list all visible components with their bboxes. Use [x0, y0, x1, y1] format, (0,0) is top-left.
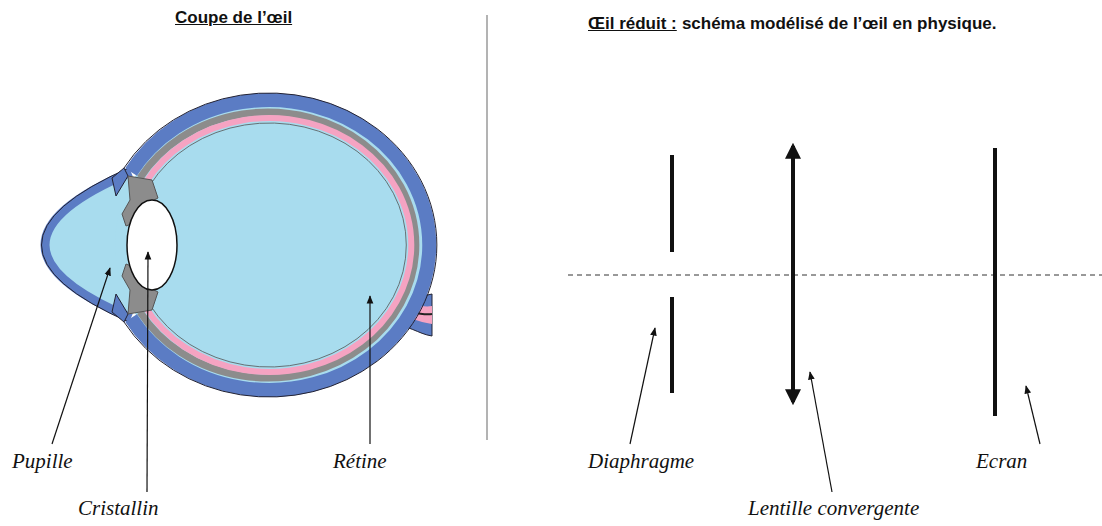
- section-heading: Coupe de l’œil: [175, 8, 292, 28]
- model-heading-text: schéma modélisé de l’œil en physique.: [682, 14, 997, 33]
- callout-label: Rétine: [333, 449, 387, 474]
- callout-label: Ecran: [976, 449, 1027, 474]
- model-heading-title: Œil réduit :: [588, 14, 677, 33]
- leader-line: [52, 268, 110, 444]
- retina-edge: [150, 123, 406, 367]
- diaphragm-bar: [670, 297, 674, 393]
- divider-line: [486, 15, 488, 440]
- lid-edge: [112, 168, 128, 196]
- callout-label: Cristallin: [78, 496, 159, 521]
- leader-line: [369, 296, 370, 444]
- sclera-outline: [124, 93, 437, 397]
- retina-layer: [146, 118, 411, 372]
- leader-line: [1026, 386, 1040, 444]
- lid-edge: [112, 294, 128, 322]
- callout-label: Pupille: [12, 449, 73, 474]
- diaphragm-bar: [670, 155, 674, 252]
- callout-label: Diaphragme: [588, 449, 694, 474]
- leader-line: [147, 252, 148, 492]
- eye-section: [42, 93, 437, 397]
- crystalline-lens: [127, 200, 177, 290]
- callout-label: Lentille convergente: [748, 496, 919, 521]
- optical-axis: [568, 275, 1102, 276]
- model-heading: Œil réduit : schéma modélisé de l’œil en …: [588, 6, 1033, 42]
- reduced-eye-model: [568, 146, 1102, 416]
- screen-bar: [993, 148, 997, 416]
- leader-line: [810, 372, 832, 492]
- choroid: [140, 112, 416, 378]
- leader-line: [630, 328, 655, 444]
- converging-lens: [791, 146, 795, 402]
